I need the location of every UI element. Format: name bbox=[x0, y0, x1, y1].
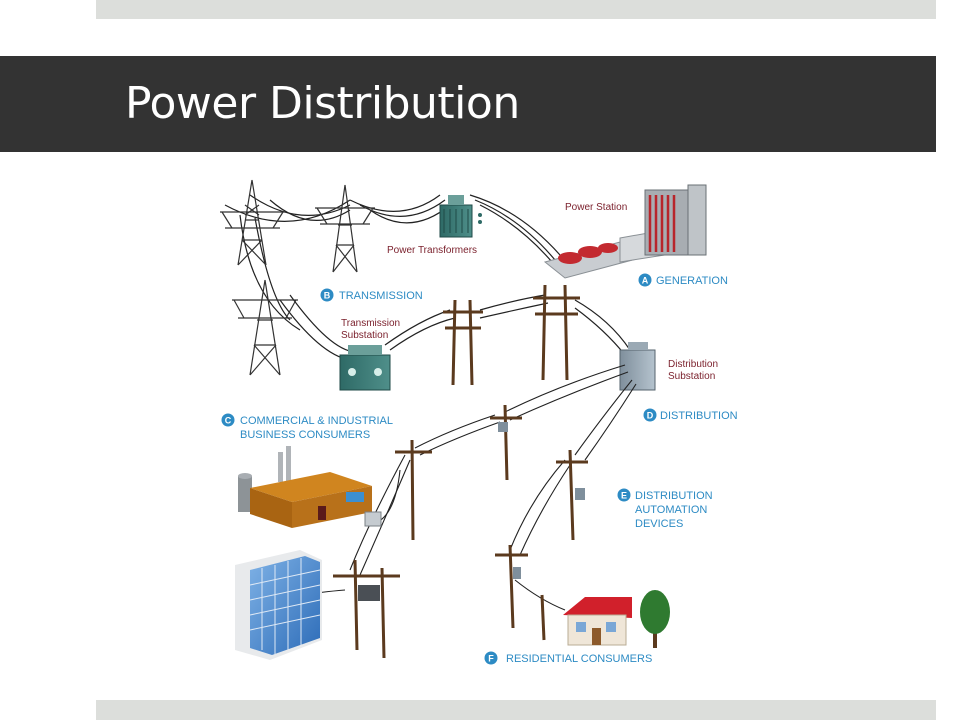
residential-house bbox=[563, 597, 632, 646]
transmission-substation-label-line1: Transmission bbox=[341, 318, 400, 329]
stage-e-automation: E DISTRIBUTION AUTOMATION DEVICES bbox=[617, 488, 713, 530]
stage-badge-c bbox=[221, 413, 235, 427]
transmission-tower-3 bbox=[232, 279, 298, 376]
office-building bbox=[235, 550, 322, 660]
stage-c-label-line2: BUSINESS CONSUMERS bbox=[240, 429, 370, 441]
power-distribution-diagram: Power Station Power Transformers Transmi… bbox=[210, 170, 750, 680]
stage-e-label-line1: DISTRIBUTION bbox=[635, 490, 713, 502]
transmission-wires bbox=[224, 194, 631, 361]
pole-mounted-devices bbox=[358, 422, 585, 601]
industrial-building bbox=[238, 446, 382, 528]
transmission-tower-1 bbox=[220, 179, 285, 266]
stage-badge-b-letter: B bbox=[324, 291, 331, 301]
stage-d-distribution: D DISTRIBUTION bbox=[643, 408, 738, 422]
power-transformers-label: Power Transformers bbox=[387, 245, 477, 256]
power-station bbox=[543, 184, 707, 279]
slide-title: Power Distribution bbox=[125, 78, 520, 129]
stage-c-commercial: C COMMERCIAL & INDUSTRIAL BUSINESS CONSU… bbox=[221, 413, 393, 441]
stage-f-residential: F RESIDENTIAL CONSUMERS bbox=[484, 651, 652, 665]
stage-a-label: GENERATION bbox=[656, 275, 728, 287]
transmission-tower-2 bbox=[315, 184, 375, 273]
stage-badge-c-letter: C bbox=[225, 416, 232, 426]
stage-c-label-line1: COMMERCIAL & INDUSTRIAL bbox=[240, 415, 393, 427]
stage-badge-d bbox=[643, 408, 657, 422]
stage-badge-e-letter: E bbox=[621, 491, 627, 501]
stage-a-generation: A GENERATION bbox=[638, 273, 728, 287]
title-bar: Power Distribution bbox=[0, 56, 936, 152]
stage-badge-e bbox=[617, 488, 631, 502]
distribution-substation-label-line2: Substation bbox=[668, 371, 715, 382]
transmission-substation bbox=[339, 345, 391, 391]
stage-badge-f-letter: F bbox=[488, 654, 494, 664]
stage-f-label: RESIDENTIAL CONSUMERS bbox=[506, 653, 652, 665]
stage-b-label: TRANSMISSION bbox=[339, 290, 423, 302]
stage-badge-f bbox=[484, 651, 498, 665]
transmission-substation-label-line2: Substation bbox=[341, 330, 388, 341]
distribution-substation-label-line1: Distribution bbox=[668, 359, 718, 370]
power-station-label: Power Station bbox=[565, 202, 627, 213]
stage-badge-a-letter: A bbox=[642, 276, 649, 286]
top-decorative-band bbox=[96, 0, 936, 19]
stage-e-label-line3: DEVICES bbox=[635, 518, 683, 530]
stage-badge-d-letter: D bbox=[647, 411, 654, 421]
stage-badge-b bbox=[320, 288, 334, 302]
stage-d-label: DISTRIBUTION bbox=[660, 410, 738, 422]
power-transformer bbox=[439, 195, 482, 238]
bottom-decorative-band bbox=[96, 700, 936, 720]
distribution-wires bbox=[304, 364, 637, 611]
stage-badge-a bbox=[638, 273, 652, 287]
distribution-substation bbox=[619, 342, 656, 391]
tree bbox=[640, 590, 670, 648]
stage-e-label-line2: AUTOMATION bbox=[635, 504, 707, 516]
stage-b-transmission: B TRANSMISSION bbox=[320, 288, 423, 302]
transmission-poles bbox=[443, 284, 580, 386]
distribution-poles bbox=[333, 404, 588, 659]
